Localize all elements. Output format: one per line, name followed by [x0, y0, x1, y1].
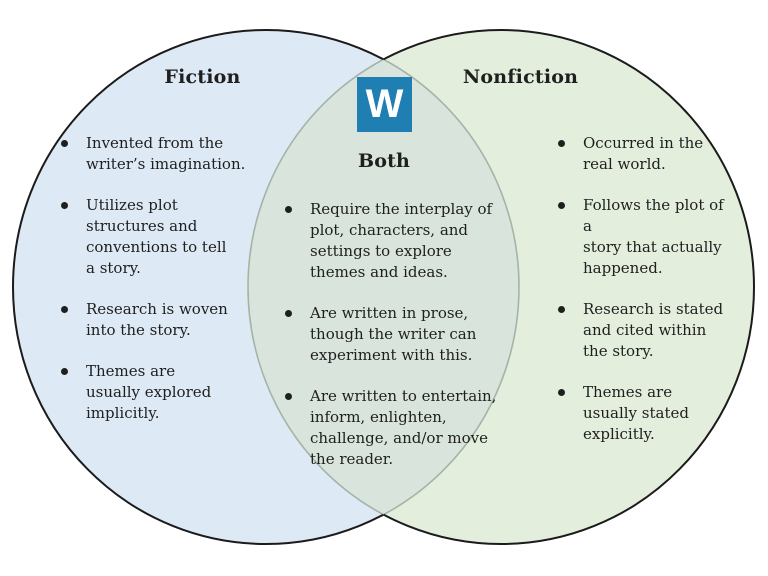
- nonfiction-list-item: Research is stated and cited within the …: [553, 299, 733, 362]
- w-logo: W: [357, 77, 412, 132]
- nonfiction-list-item: Themes are usually stated explicitly.: [553, 382, 733, 445]
- fiction-circle-outline: [12, 29, 520, 545]
- both-list-item: Are written to entertain, inform, enligh…: [280, 386, 500, 470]
- nonfiction-circle-outline: [247, 29, 755, 545]
- overlap-region: [248, 30, 519, 544]
- w-logo-letter: W: [365, 82, 404, 126]
- both-list-item: Are written in prose, though the writer …: [280, 303, 500, 366]
- both-title: Both: [357, 150, 411, 172]
- fiction-title: Fiction: [164, 66, 241, 88]
- nonfiction-list-item: Occurred in the real world.: [553, 133, 733, 175]
- both-list-item: Require the interplay of plot, character…: [280, 199, 500, 283]
- fiction-list-item: Themes are usually explored implicitly.: [56, 361, 256, 424]
- overlap-fill: [248, 30, 519, 544]
- nonfiction-list: Occurred in the real world. Follows the …: [553, 133, 733, 465]
- fiction-list-item: Invented from the writer’s imagination.: [56, 133, 256, 175]
- fiction-list-item: Utilizes plot structures and conventions…: [56, 195, 256, 279]
- nonfiction-list-item: Follows the plot of a story that actuall…: [553, 195, 733, 279]
- nonfiction-title: Nonfiction: [462, 66, 579, 88]
- both-list: Require the interplay of plot, character…: [280, 199, 500, 490]
- fiction-list-item: Research is woven into the story.: [56, 299, 256, 341]
- fiction-list: Invented from the writer’s imagination. …: [56, 133, 256, 444]
